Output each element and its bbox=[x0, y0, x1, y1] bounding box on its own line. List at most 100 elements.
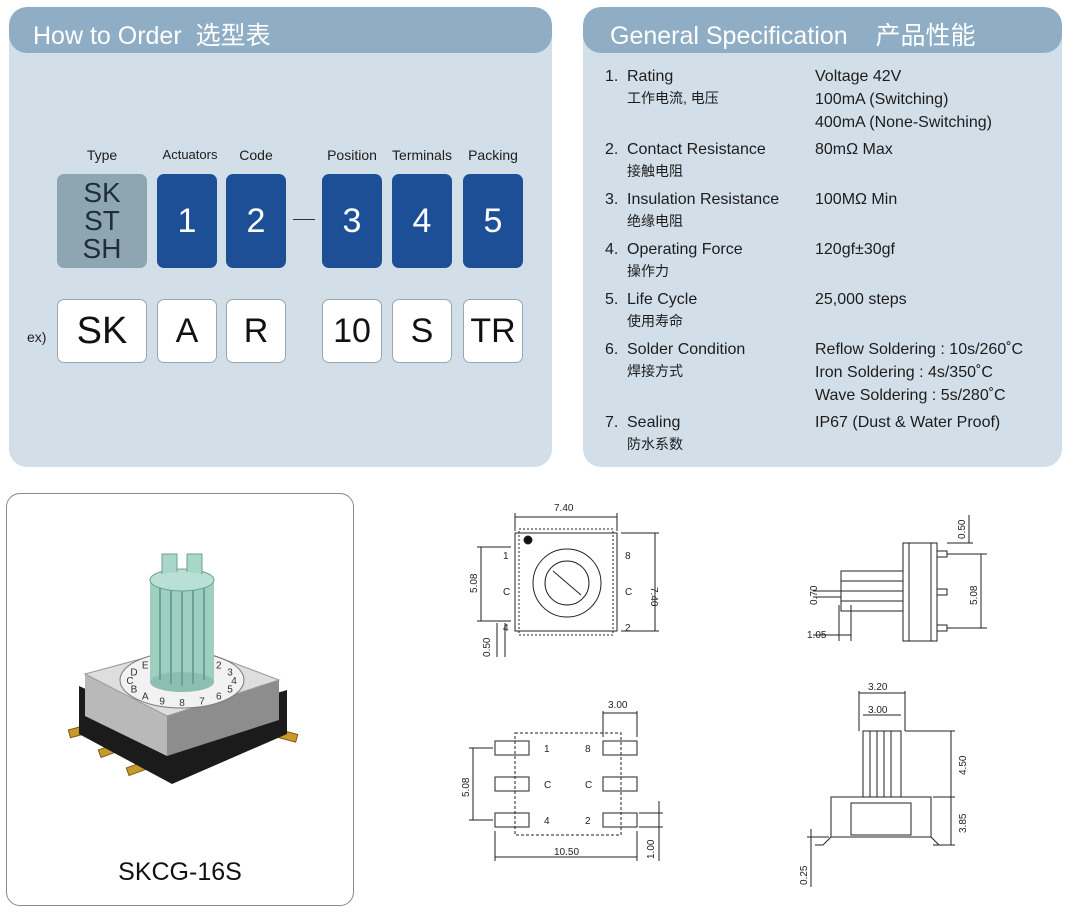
top-view-drawing bbox=[477, 513, 659, 657]
footprint-pin-c-right: C bbox=[585, 780, 592, 791]
side-view-pitch-dim: 5.08 bbox=[969, 585, 980, 605]
spec-values: IP67 (Dust & Water Proof) bbox=[815, 411, 1000, 434]
general-specification-title: General Specification 产品性能 bbox=[610, 22, 976, 50]
spec-values: 100MΩ Min bbox=[815, 188, 897, 211]
dial-label: D bbox=[130, 668, 137, 679]
general-specification-header: General Specification 产品性能 bbox=[583, 7, 1062, 53]
how-to-order-panel: How to Order 选型表 Type Actuators Code Pos… bbox=[9, 7, 552, 467]
front-view-terminal-dim: 0.25 bbox=[799, 865, 810, 885]
dial-label: 5 bbox=[227, 684, 233, 695]
technical-drawings: 7.40 7.40 5.08 0.50 1 8 C C 4 2 0.50 0.7… bbox=[461, 503, 987, 887]
example-box-actuators: A bbox=[157, 299, 217, 363]
column-label-actuators: Actuators bbox=[162, 147, 218, 162]
product-name: SKCG-16S bbox=[118, 858, 242, 886]
spec-value: IP67 (Dust & Water Proof) bbox=[815, 414, 1001, 431]
spec-number: 7. bbox=[605, 414, 619, 431]
dial-label: 4 bbox=[231, 676, 237, 687]
top-view-pad-dim: 0.50 bbox=[482, 637, 493, 657]
type-code-sk: SK bbox=[83, 177, 121, 208]
how-to-order-title: How to Order 选型表 bbox=[33, 22, 271, 50]
top-view-pitch-dim: 5.08 bbox=[469, 573, 480, 593]
code-box-position: 3 bbox=[322, 174, 382, 268]
front-view-body-height-dim: 3.85 bbox=[958, 813, 969, 833]
spec-number: 5. bbox=[605, 291, 619, 308]
front-view-shaft-height-dim: 4.50 bbox=[958, 755, 969, 775]
spec-name-cn: 防水系数 bbox=[627, 436, 683, 452]
footprint-pitch-dim: 5.08 bbox=[461, 777, 472, 797]
spec-name: Contact Resistance bbox=[627, 141, 766, 158]
code-box-code: 2 bbox=[226, 174, 286, 268]
code-box-terminals: 4 bbox=[392, 174, 452, 268]
dial-label: 3 bbox=[227, 668, 233, 679]
column-label-packing: Packing bbox=[468, 147, 518, 163]
example-box-packing: TR bbox=[463, 299, 523, 363]
front-view-drawing bbox=[807, 691, 955, 887]
spec-value: 80mΩ Max bbox=[815, 141, 893, 158]
example-box-code: R bbox=[226, 299, 286, 363]
example-label: ex) bbox=[27, 329, 47, 345]
spec-value: Voltage 42V bbox=[815, 68, 902, 85]
front-view-outer-width-dim: 3.20 bbox=[868, 682, 888, 693]
how-to-order-header: How to Order 选型表 bbox=[9, 7, 552, 53]
spec-number: 3. bbox=[605, 191, 619, 208]
spec-name-cn: 工作电流, 电压 bbox=[627, 90, 719, 106]
spec-values: 120gf±30gf bbox=[815, 238, 895, 261]
spec-name: Operating Force bbox=[627, 241, 743, 258]
footprint-pad-dim: 1.00 bbox=[646, 839, 657, 859]
top-view-pin-8: 8 bbox=[625, 551, 631, 562]
column-label-code: Code bbox=[239, 147, 273, 163]
front-view-inner-width-dim: 3.00 bbox=[868, 705, 888, 716]
top-view-pin-2: 2 bbox=[625, 623, 631, 634]
product-photo-card: 0123456789ABCDEF SKCG-16S bbox=[6, 493, 354, 906]
spec-name: Insulation Resistance bbox=[627, 191, 780, 208]
top-view-pin-c-left: C bbox=[503, 587, 510, 598]
column-label-type: Type bbox=[86, 147, 118, 163]
dial-label: 9 bbox=[159, 696, 165, 707]
example-box-terminals: S bbox=[392, 299, 452, 363]
general-specification-panel: General Specification 产品性能 1. Rating 工作电流,… bbox=[583, 7, 1062, 467]
spec-value: Iron Soldering : 4s/350˚C bbox=[815, 364, 993, 381]
spec-name: Rating bbox=[627, 68, 674, 85]
spec-name-cn: 操作力 bbox=[627, 263, 669, 279]
footprint-drawing bbox=[469, 711, 663, 861]
spec-value: Wave Soldering : 5s/280˚C bbox=[815, 387, 1006, 404]
spec-values: Reflow Soldering : 10s/260˚C Iron Solderi… bbox=[815, 338, 1023, 407]
spec-value: 25,000 steps bbox=[815, 291, 907, 308]
spec-name-cn: 使用寿命 bbox=[627, 313, 683, 329]
spec-number: 6. bbox=[605, 341, 619, 358]
spec-value: Reflow Soldering : 10s/260˚C bbox=[815, 341, 1024, 358]
dial-label: 7 bbox=[199, 696, 205, 707]
side-view-top-dim: 0.50 bbox=[957, 519, 968, 539]
spec-value: 400mA (None-Switching) bbox=[815, 114, 992, 131]
footprint-width-dim: 10.50 bbox=[554, 847, 579, 858]
spec-value: 100MΩ Min bbox=[815, 191, 898, 208]
footprint-pad-pitch-dim: 3.00 bbox=[608, 700, 628, 711]
footprint-pin-1: 1 bbox=[544, 744, 550, 755]
dial-label: B bbox=[131, 684, 138, 695]
dial-label: 2 bbox=[216, 660, 222, 671]
spec-values: 25,000 steps bbox=[815, 288, 907, 311]
spec-name: Life Cycle bbox=[627, 291, 698, 308]
footprint-pin-8: 8 bbox=[585, 744, 591, 755]
dial-label: A bbox=[142, 692, 149, 703]
spec-number: 4. bbox=[605, 241, 619, 258]
code-separator-dash bbox=[293, 219, 315, 220]
spec-name-cn: 接触电阻 bbox=[627, 163, 683, 179]
top-view-width-dim: 7.40 bbox=[554, 503, 574, 514]
spec-name: Solder Condition bbox=[627, 341, 746, 358]
spec-value: 120gf±30gf bbox=[815, 241, 895, 258]
top-view-pin-c-right: C bbox=[625, 587, 632, 598]
example-box-position: 10 bbox=[322, 299, 382, 363]
side-view-length-dim: 1.05 bbox=[807, 630, 827, 641]
code-box-type: SK ST SH bbox=[57, 174, 147, 268]
spec-name-cn: 焊接方式 bbox=[627, 363, 683, 379]
top-view-height-dim: 7.40 bbox=[648, 587, 659, 607]
spec-number: 1. bbox=[605, 68, 619, 85]
code-box-packing: 5 bbox=[463, 174, 523, 268]
column-label-position: Position bbox=[327, 147, 377, 163]
side-view-pin-dim: 0.70 bbox=[809, 585, 820, 605]
type-code-sh: SH bbox=[82, 233, 122, 264]
rotary-switch-illustration: 0123456789ABCDEF bbox=[67, 553, 299, 784]
dial-label: 6 bbox=[216, 692, 222, 703]
